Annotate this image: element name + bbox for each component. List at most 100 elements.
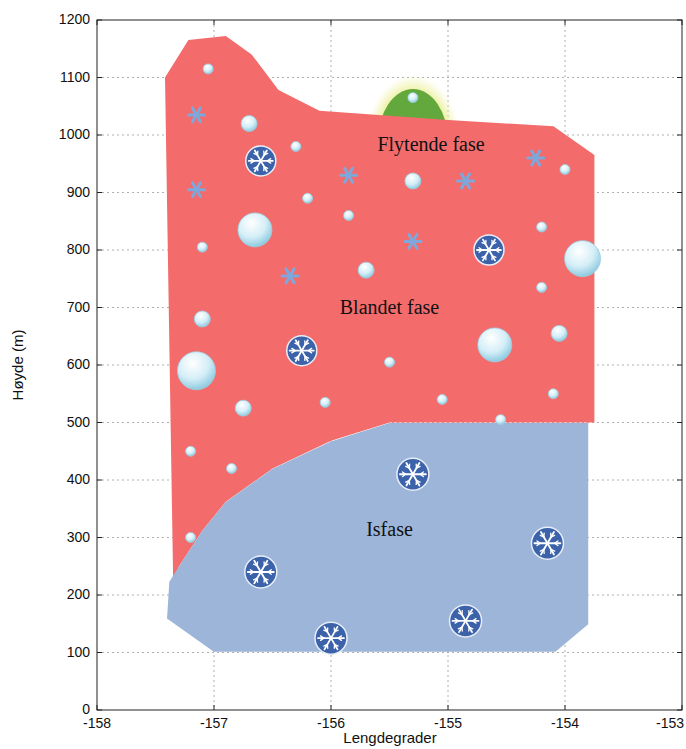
- plot-frame: [97, 20, 682, 710]
- tick-mark: [97, 77, 102, 78]
- region-label: Blandet fase: [340, 296, 439, 318]
- water-droplet: [177, 352, 215, 390]
- water-droplet: [537, 222, 547, 232]
- snowflake: [474, 235, 504, 265]
- water-droplet: [227, 464, 237, 474]
- y-tick-label: 1000: [59, 127, 90, 142]
- tick-mark: [214, 20, 215, 25]
- tick-mark: [97, 480, 102, 481]
- x-tick-label: -155: [434, 716, 462, 731]
- grid: [97, 20, 682, 710]
- tick-mark: [677, 307, 682, 308]
- y-tick-label: 700: [67, 300, 90, 315]
- tick-mark: [682, 20, 683, 25]
- tick-mark: [677, 422, 682, 423]
- water-droplet: [291, 142, 301, 152]
- tick-mark: [331, 705, 332, 710]
- snowflake: [531, 527, 563, 559]
- water-droplet: [560, 165, 570, 175]
- tick-mark: [97, 537, 102, 538]
- y-tick-label: 200: [67, 587, 90, 602]
- tick-mark: [677, 537, 682, 538]
- water-droplet: [197, 242, 207, 252]
- ticks: [97, 20, 682, 710]
- water-droplet: [320, 397, 330, 407]
- tick-mark: [677, 595, 682, 596]
- snowflake: [246, 146, 276, 176]
- x-axis-title: Lengdegrader: [343, 730, 436, 747]
- water-droplet: [303, 193, 313, 203]
- water-droplet: [565, 241, 601, 277]
- y-tick-label: 1100: [60, 70, 90, 85]
- tick-mark: [97, 307, 102, 308]
- water-droplet: [548, 389, 558, 399]
- tick-mark: [677, 135, 682, 136]
- water-droplet: [551, 325, 567, 341]
- snowflake: [397, 458, 429, 490]
- water-droplet: [408, 93, 418, 103]
- y-tick-label: 800: [67, 242, 90, 257]
- ice-crystal: [341, 168, 357, 182]
- ice-crystal: [528, 151, 544, 165]
- snowflake: [245, 556, 277, 588]
- water-droplet: [358, 262, 374, 278]
- snowflake: [287, 336, 317, 366]
- tick-mark: [448, 20, 449, 25]
- ice-crystal: [188, 183, 204, 197]
- tick-mark: [682, 705, 683, 710]
- y-tick-label: 100: [67, 645, 90, 660]
- tick-mark: [565, 705, 566, 710]
- ice-crystal: [458, 174, 474, 188]
- ice-crystal: [188, 108, 204, 122]
- y-tick-label: 300: [67, 530, 90, 545]
- water-droplet: [405, 173, 421, 189]
- tick-mark: [97, 710, 102, 711]
- water-droplet: [344, 211, 354, 221]
- tick-mark: [97, 192, 102, 193]
- tick-mark: [677, 77, 682, 78]
- y-axis-title: Høyde (m): [10, 330, 27, 401]
- y-tick-label: 500: [67, 415, 90, 430]
- x-tick-label: -157: [200, 716, 228, 731]
- tick-mark: [97, 20, 98, 25]
- tick-mark: [677, 365, 682, 366]
- tick-mark: [677, 480, 682, 481]
- tick-mark: [214, 705, 215, 710]
- x-tick-label: -158: [83, 716, 111, 731]
- tick-mark: [97, 422, 102, 423]
- tick-mark: [97, 705, 98, 710]
- water-droplet: [238, 213, 272, 247]
- water-droplet: [194, 311, 210, 327]
- tick-mark: [97, 250, 102, 251]
- water-droplet: [537, 282, 547, 292]
- y-tick-label: 400: [67, 472, 90, 487]
- tick-mark: [677, 250, 682, 251]
- water-droplet: [186, 533, 196, 543]
- snowflake: [450, 605, 482, 637]
- tick-mark: [331, 20, 332, 25]
- x-tick-label: -153: [656, 716, 684, 731]
- tick-mark: [448, 705, 449, 710]
- tick-mark: [677, 20, 682, 21]
- region-fill: [167, 423, 588, 652]
- tick-mark: [677, 710, 682, 711]
- ice-crystal: [405, 234, 421, 248]
- tick-mark: [97, 652, 102, 653]
- tick-mark: [97, 595, 102, 596]
- region-label: Isfase: [366, 518, 413, 540]
- tick-mark: [677, 192, 682, 193]
- water-droplet: [186, 446, 196, 456]
- y-tick-label: 900: [67, 185, 90, 200]
- ice-crystal: [282, 269, 298, 283]
- snowflake: [315, 622, 347, 654]
- water-droplet: [235, 400, 251, 416]
- y-tick-label: 600: [67, 357, 90, 372]
- ice-phase-region: Isfase: [167, 423, 588, 652]
- grid-line: [97, 652, 682, 653]
- water-droplet: [478, 328, 512, 362]
- water-droplet: [203, 64, 213, 74]
- tick-mark: [97, 365, 102, 366]
- tick-mark: [97, 20, 102, 21]
